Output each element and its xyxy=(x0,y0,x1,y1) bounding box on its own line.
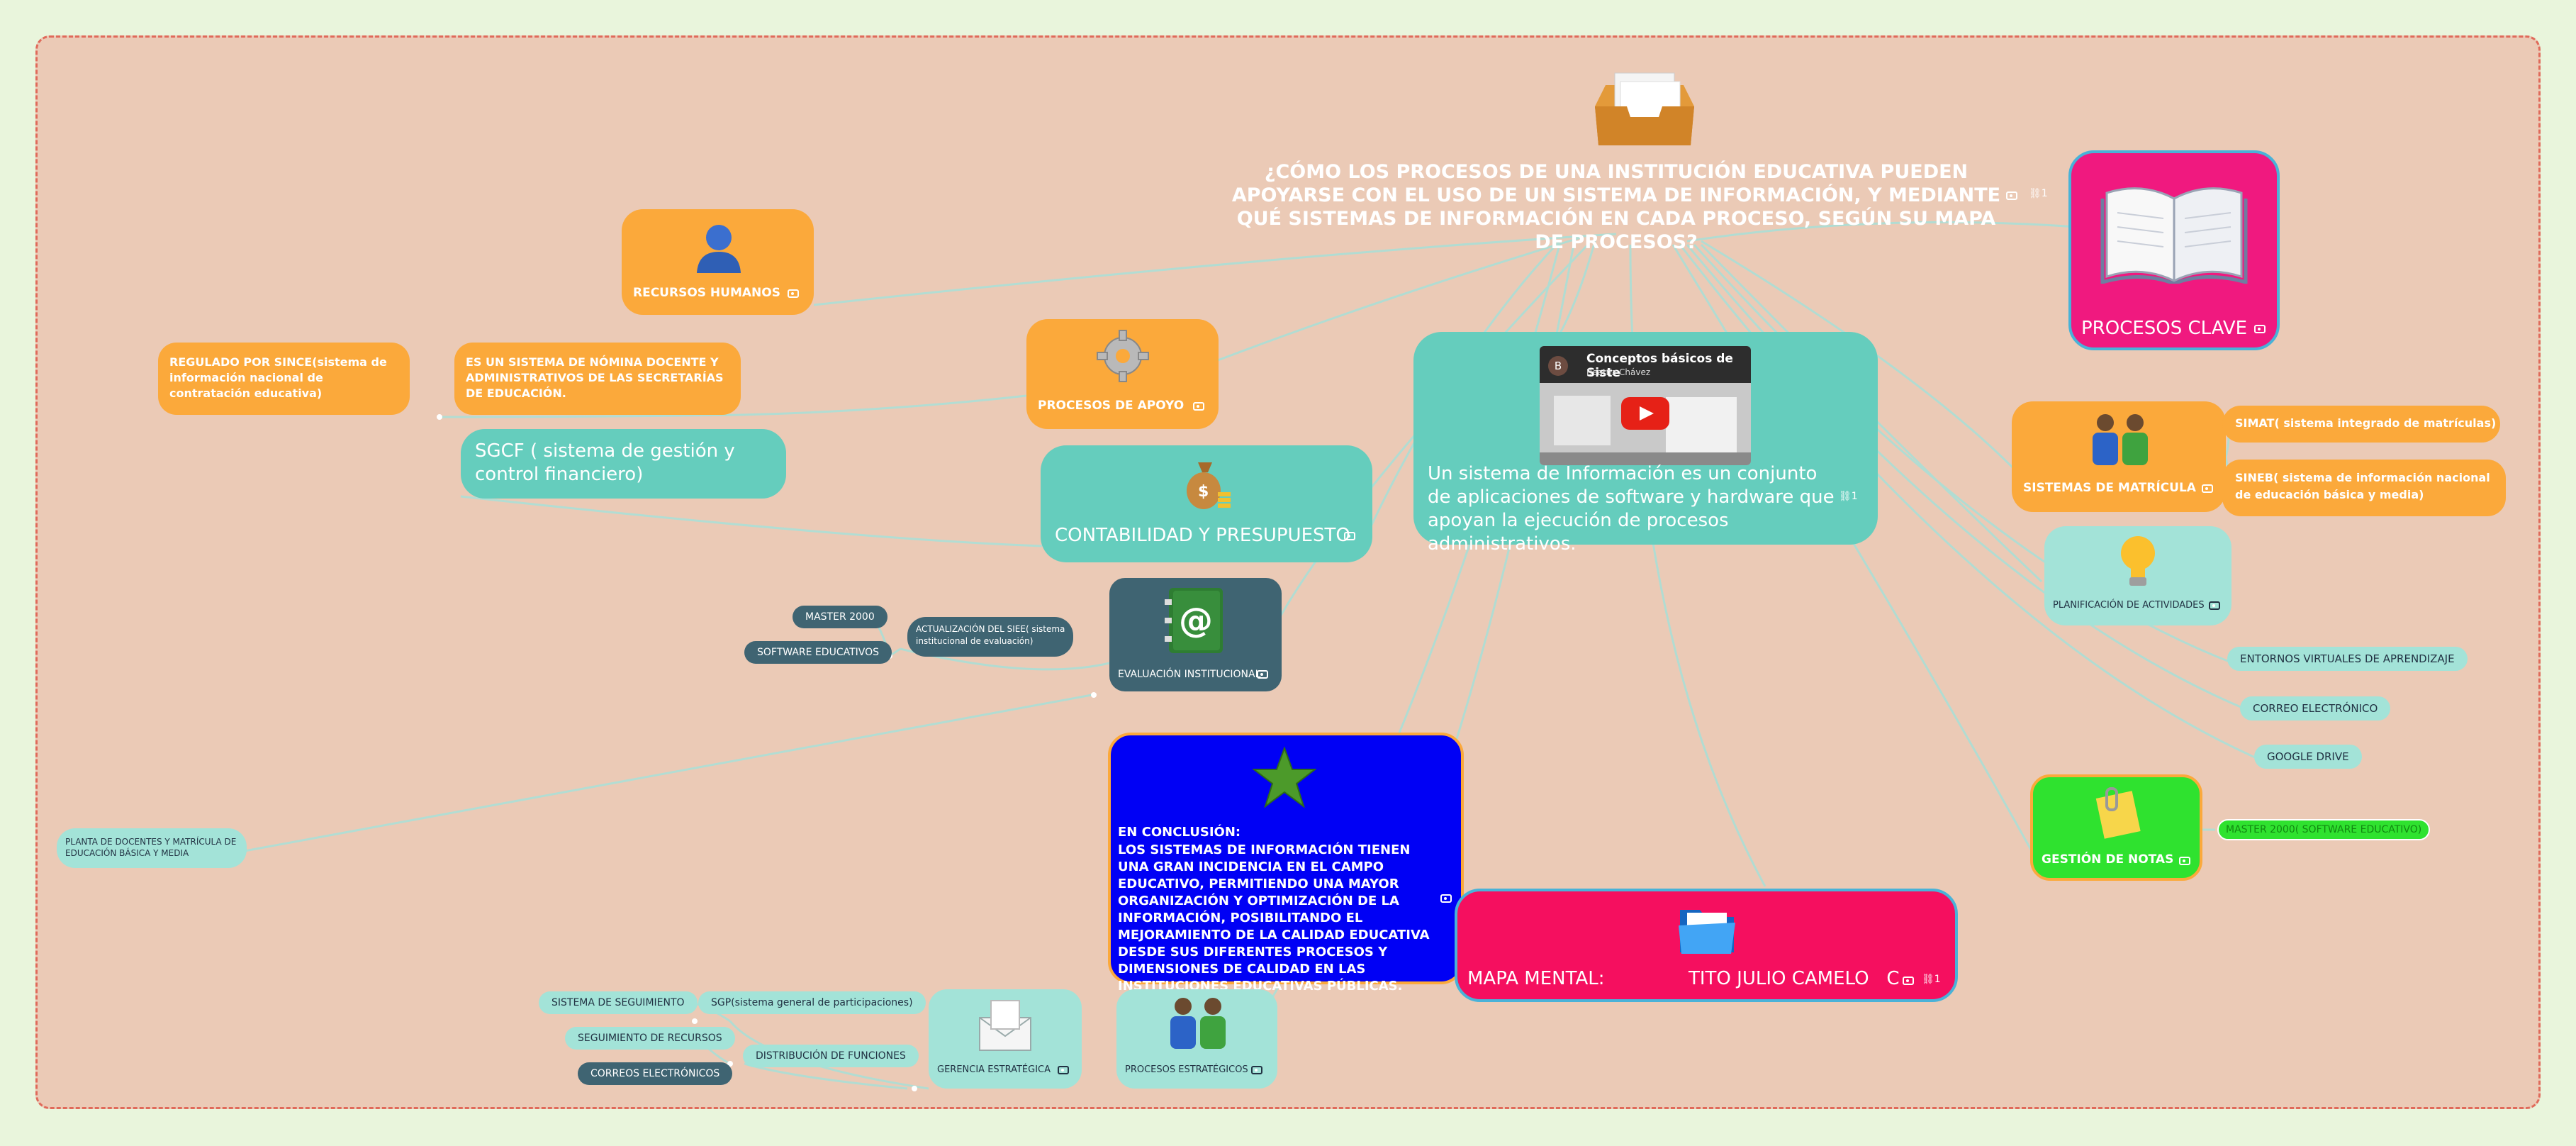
link-count: 1 xyxy=(1934,974,1941,985)
node-label: PLANTA DE DOCENTES Y MATRÍCULA DE EDUCAC… xyxy=(65,837,237,858)
node-correos-electronicos[interactable]: CORREOS ELECTRÓNICOS xyxy=(578,1062,733,1085)
node-sistema-seguimiento[interactable]: SISTEMA DE SEGUIMIENTO xyxy=(539,991,698,1014)
address-book-icon: @ xyxy=(1165,588,1223,653)
node-label: PROCESOS DE APOYO xyxy=(1038,399,1185,413)
node-recursos-humanos[interactable]: RECURSOS HUMANOS xyxy=(622,209,814,315)
node-text: Un sistema de Información es un conjunto… xyxy=(1428,463,1835,555)
link-count: 1 xyxy=(2041,188,2048,199)
link-icon[interactable]: ⛓1 xyxy=(2029,188,2048,199)
node-label: REGULADO POR SINCE(sistema de informació… xyxy=(169,355,387,400)
image-icon xyxy=(2202,484,2213,493)
node-label: ACTUALIZACIÓN DEL SIEE( sistema instituc… xyxy=(916,624,1065,646)
node-label: PLANIFICACIÓN DE ACTIVIDADES xyxy=(2053,600,2205,611)
node-master-2000[interactable]: MASTER 2000 xyxy=(793,606,887,628)
svg-text:$: $ xyxy=(1198,483,1209,501)
node-label: GESTIÓN DE NOTAS xyxy=(2042,852,2174,867)
node-label: PROCESOS ESTRATÉGICOS xyxy=(1125,1064,1248,1075)
node-label: SIMAT( sistema integrado de matrículas) xyxy=(2235,416,2497,430)
node-label: SGCF ( sistema de gestión y control fina… xyxy=(475,440,735,485)
image-icon xyxy=(1344,532,1355,540)
node-procesos-estrategicos[interactable]: PROCESOS ESTRATÉGICOS xyxy=(1116,989,1277,1089)
node-label: SISTEMAS DE MATRÍCULA xyxy=(2023,481,2196,495)
gear-icon xyxy=(1097,330,1149,382)
svg-text:@: @ xyxy=(1179,601,1213,640)
node-conclusion[interactable]: EN CONCLUSIÓN: LOS SISTEMAS DE INFORMACI… xyxy=(1108,733,1464,994)
image-icon xyxy=(1058,1066,1069,1074)
video-channel: Beatriz Chávez xyxy=(1586,367,1651,377)
node-sgcf[interactable]: SGCF ( sistema de gestión y control fina… xyxy=(461,429,786,499)
node-master-notas[interactable]: MASTER 2000( SOFTWARE EDUCATIVO) xyxy=(2217,819,2431,840)
author-name: TITO JULIO CAMELO C xyxy=(1689,968,1900,989)
node-planta-docentes[interactable]: PLANTA DE DOCENTES Y MATRÍCULA DE EDUCAC… xyxy=(57,828,247,868)
node-label: PROCESOS CLAVE xyxy=(2081,318,2248,339)
mapa-mental-label: MAPA MENTAL: xyxy=(1467,968,1605,989)
node-since[interactable]: REGULADO POR SINCE(sistema de informació… xyxy=(158,343,410,415)
image-icon xyxy=(2254,325,2266,333)
lightbulb-icon xyxy=(2121,536,2155,586)
node-software-educativos[interactable]: SOFTWARE EDUCATIVOS xyxy=(744,641,892,664)
link-count: 1 xyxy=(1851,491,1858,502)
video-thumbnail[interactable]: B Conceptos básicos de Siste Beatriz Chá… xyxy=(1540,346,1751,465)
image-icon xyxy=(1251,1066,1262,1074)
node-distribucion-funciones[interactable]: DISTRIBUCIÓN DE FUNCIONES xyxy=(743,1045,919,1067)
people-icon xyxy=(2093,414,2148,465)
node-sineb[interactable]: SINEB( sistema de información nacional d… xyxy=(2222,460,2506,516)
node-seguimiento-recursos[interactable]: SEGUIMIENTO DE RECURSOS xyxy=(565,1027,735,1050)
link-icon[interactable]: ⛓1 xyxy=(1922,974,1941,985)
node-mapa-mental[interactable]: MAPA MENTAL: TITO JULIO CAMELO C ⛓1 xyxy=(1455,889,1958,1002)
image-icon xyxy=(1257,670,1268,679)
user-icon xyxy=(697,225,741,273)
node-simat[interactable]: SIMAT( sistema integrado de matrículas) xyxy=(2222,406,2500,443)
node-definicion-sistema-informacion[interactable]: B Conceptos básicos de Siste Beatriz Chá… xyxy=(1413,332,1878,555)
node-label: SINEB( sistema de información nacional d… xyxy=(2235,471,2490,501)
conclusion-heading: EN CONCLUSIÓN: xyxy=(1118,825,1241,840)
image-icon xyxy=(2179,857,2190,865)
node-sgp[interactable]: SGP(sistema general de participaciones) xyxy=(698,991,926,1014)
node-label: EVALUACIÓN INSTITUCIONAL xyxy=(1118,669,1261,680)
node-label: ES UN SISTEMA DE NÓMINA DOCENTE Y ADMINI… xyxy=(466,355,724,400)
image-icon xyxy=(2209,601,2220,610)
node-gestion-notas[interactable]: GESTIÓN DE NOTAS xyxy=(2030,774,2202,881)
youtube-play-icon[interactable] xyxy=(1621,397,1669,430)
open-book-icon xyxy=(2100,187,2248,284)
image-icon xyxy=(1440,894,1452,903)
node-gerencia-estrategica[interactable]: GERENCIA ESTRATÉGICA xyxy=(929,989,1082,1089)
inbox-tray-icon xyxy=(1588,67,1701,152)
link-icon[interactable]: ⛓1 xyxy=(1839,491,1858,502)
node-correo-electronico[interactable]: CORREO ELECTRÓNICO xyxy=(2240,696,2391,721)
image-icon xyxy=(1193,402,1204,411)
node-siee[interactable]: ACTUALIZACIÓN DEL SIEE( sistema instituc… xyxy=(907,617,1073,657)
node-contabilidad-presupuesto[interactable]: $ CONTABILIDAD Y PRESUPUESTO xyxy=(1041,445,1372,562)
people-icon xyxy=(1170,998,1226,1049)
node-evaluacion-institucional[interactable]: @ EVALUACIÓN INSTITUCIONAL xyxy=(1109,578,1282,691)
image-icon xyxy=(1903,977,1914,985)
node-nomina[interactable]: ES UN SISTEMA DE NÓMINA DOCENTE Y ADMINI… xyxy=(454,343,741,415)
node-procesos-de-apoyo[interactable]: PROCESOS DE APOYO xyxy=(1026,319,1219,429)
image-icon xyxy=(2006,191,2017,200)
video-avatar: B xyxy=(1548,356,1568,376)
conclusion-text: LOS SISTEMAS DE INFORMACIÓN TIENEN UNA G… xyxy=(1118,842,1430,994)
node-planificacion[interactable]: PLANIFICACIÓN DE ACTIVIDADES xyxy=(2044,526,2231,625)
node-google-drive[interactable]: GOOGLE DRIVE xyxy=(2254,745,2362,769)
node-label: GERENCIA ESTRATÉGICA xyxy=(937,1064,1051,1075)
node-label: RECURSOS HUMANOS xyxy=(633,286,780,300)
central-topic-title: ¿CÓMO LOS PROCESOS DE UNA INSTITUCIÓN ED… xyxy=(1231,161,2001,253)
node-procesos-clave[interactable]: PROCESOS CLAVE xyxy=(2068,150,2280,350)
video-title: Conceptos básicos de Siste xyxy=(1586,352,1733,380)
star-icon xyxy=(1253,747,1316,808)
node-entornos-virtuales[interactable]: ENTORNOS VIRTUALES DE APRENDIZAJE xyxy=(2227,647,2468,671)
money-bag-icon: $ xyxy=(1187,462,1231,509)
folder-icon xyxy=(1679,910,1735,954)
sticky-note-icon xyxy=(2095,787,2141,839)
envelope-icon xyxy=(979,1000,1031,1051)
node-label: CONTABILIDAD Y PRESUPUESTO xyxy=(1055,525,1350,546)
image-icon xyxy=(788,289,799,298)
node-sistemas-matricula[interactable]: SISTEMAS DE MATRÍCULA xyxy=(2012,401,2226,512)
